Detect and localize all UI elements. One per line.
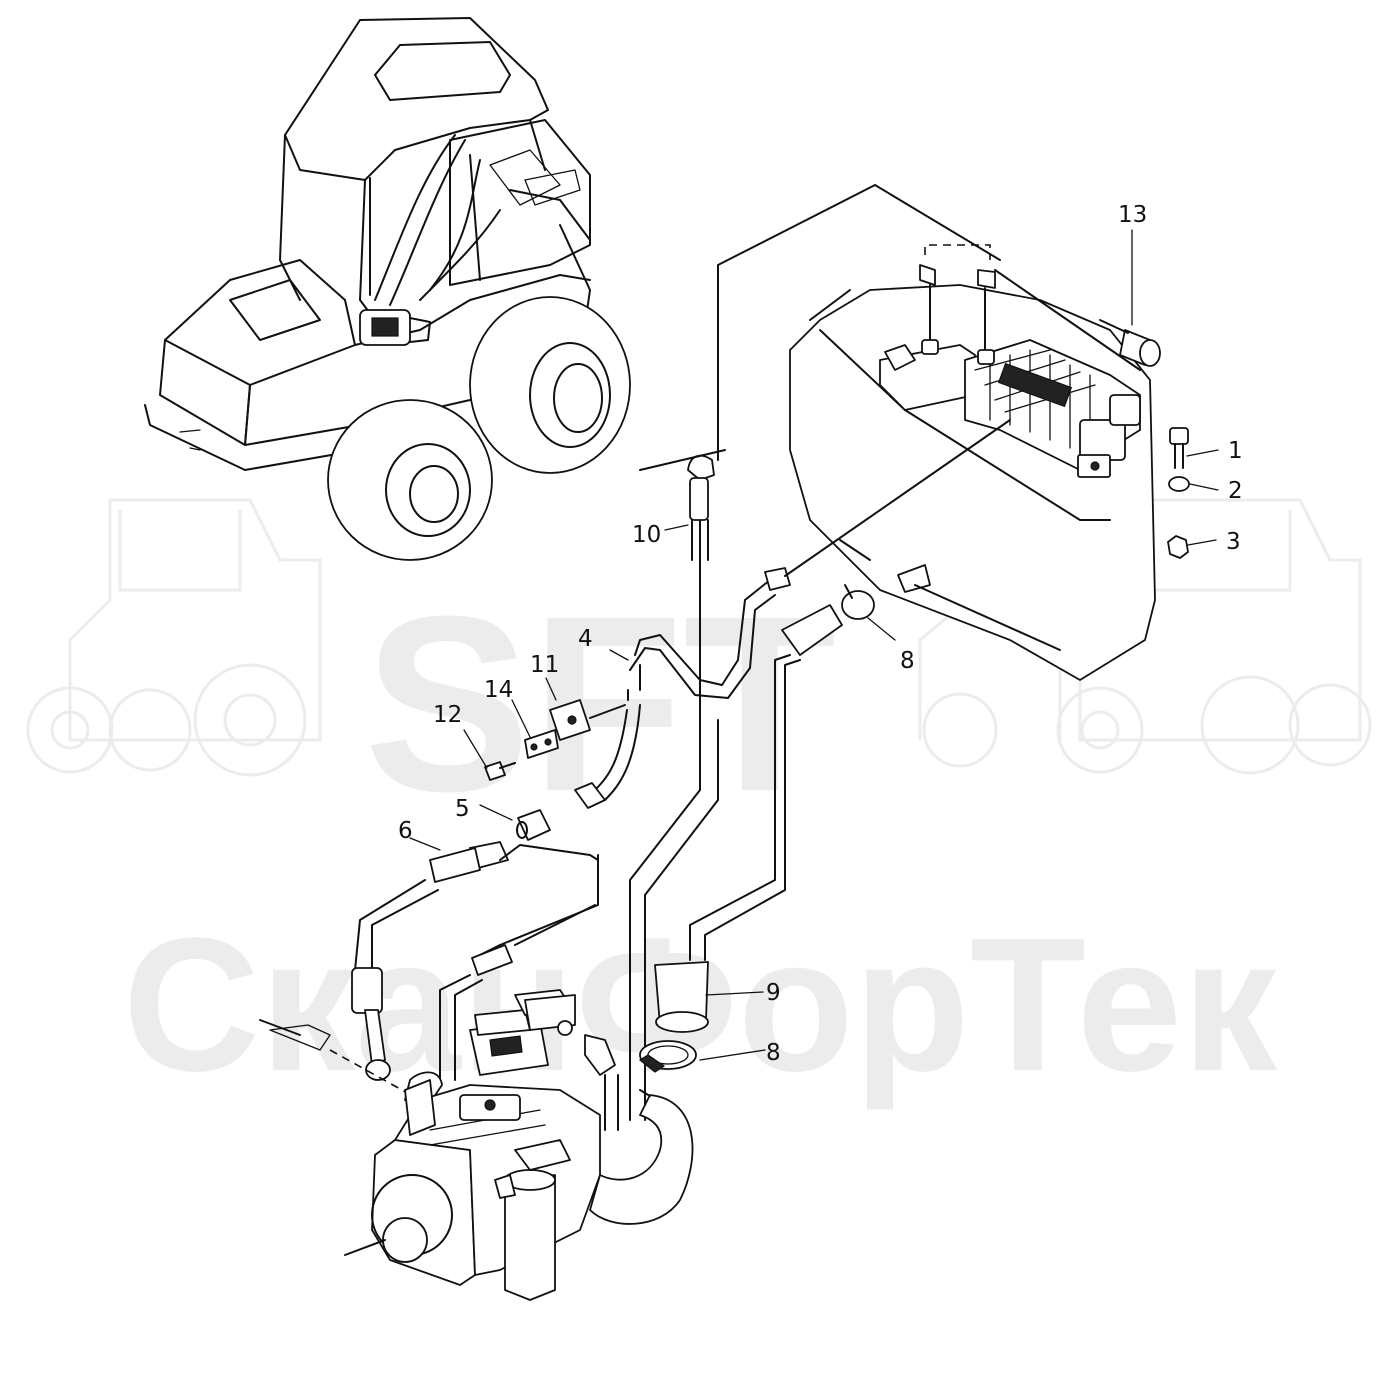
callout-8b: 8 bbox=[766, 1040, 781, 1066]
callout-5: 5 bbox=[455, 796, 470, 822]
pump-assembly bbox=[344, 989, 601, 1301]
callout-14: 14 bbox=[484, 677, 513, 703]
callout-1: 1 bbox=[1228, 438, 1243, 464]
callout-6: 6 bbox=[398, 818, 413, 844]
callout-8a: 8 bbox=[900, 648, 915, 674]
callout-leaders bbox=[409, 229, 1219, 1061]
part-13-fitting bbox=[1099, 319, 1161, 367]
callout-9: 9 bbox=[766, 980, 781, 1006]
small-fittings bbox=[484, 699, 626, 841]
watermark-tractor-left bbox=[26, 498, 322, 777]
bolt-washer-nut bbox=[1167, 427, 1190, 559]
callout-13: 13 bbox=[1118, 202, 1147, 228]
tank-fittings bbox=[884, 244, 1141, 371]
callout-12: 12 bbox=[433, 702, 462, 728]
machine-pump-detail bbox=[359, 309, 431, 346]
callout-3: 3 bbox=[1226, 529, 1241, 555]
control-valve bbox=[964, 339, 1141, 478]
callout-4: 4 bbox=[578, 626, 593, 652]
callout-2: 2 bbox=[1228, 478, 1243, 504]
machine-wheels bbox=[327, 296, 631, 561]
callout-labels: 1 2 3 4 5 6 8 8 9 10 11 12 13 14 bbox=[398, 202, 1243, 1066]
callout-10: 10 bbox=[632, 522, 661, 548]
callout-11: 11 bbox=[530, 652, 559, 678]
hydraulic-tank bbox=[789, 284, 1156, 681]
machine-overview bbox=[144, 17, 631, 561]
pipe-routing bbox=[259, 184, 1061, 1225]
